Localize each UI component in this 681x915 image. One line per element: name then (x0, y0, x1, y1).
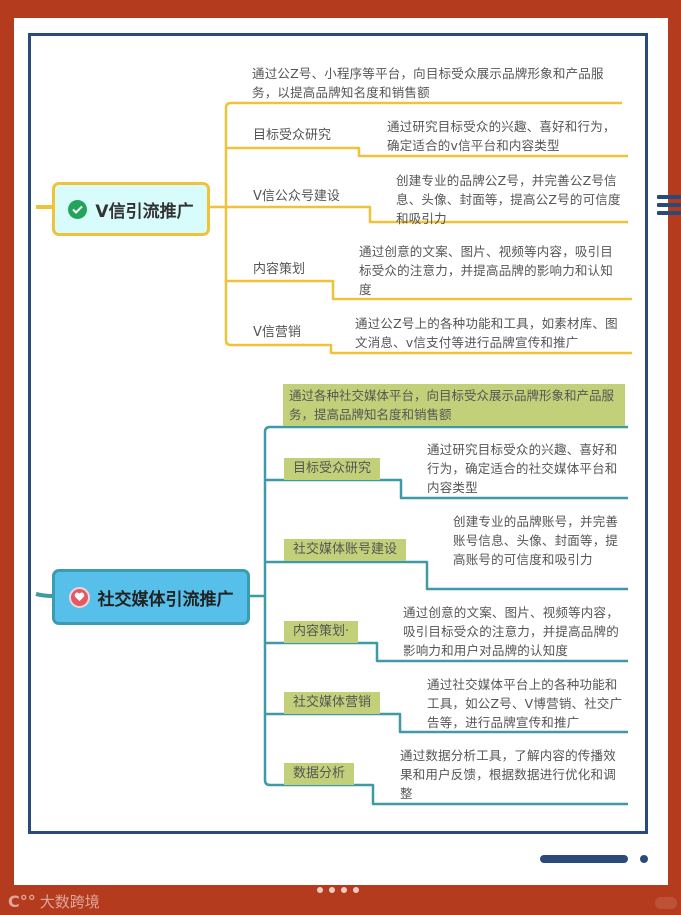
carousel-dot[interactable] (353, 887, 359, 893)
social-branch-desc: 通过创意的文案、图片、视频等内容，吸引目标受众的注意力，并提高品牌的影响力和用户… (403, 605, 619, 658)
social-branch-desc: 通过研究目标受众的兴趣、喜好和行为，确定适合的社交媒体平台和内容类型 (427, 442, 618, 495)
social-root-node[interactable]: 社交媒体引流推广 (52, 569, 250, 625)
watermark: C°° 大数跨境 (8, 891, 100, 912)
social-root-title: 社交媒体引流推广 (97, 589, 234, 610)
heart-icon (68, 586, 90, 608)
wechat-root-title: V信引流推广 (95, 201, 194, 222)
wechat-branch-desc: 通过创意的文案、图片、视频等内容，吸引目标受众的注意力，并提高品牌的影响力和认知… (359, 244, 614, 297)
carousel-dot[interactable] (329, 887, 335, 893)
corner-badge (655, 897, 677, 909)
social-branch-desc: 通过数据分析工具，了解内容的传播效果和用户反馈，根据数据进行优化和调整 (400, 748, 616, 801)
social-branch-label[interactable]: 内容策划· (284, 621, 359, 643)
pager-dot (640, 855, 648, 863)
social-branch-desc: 创建专业的品牌账号，并完善账号信息、头像、封面等，提高账号的可信度和吸引力 (453, 514, 619, 567)
social-branch-label[interactable]: 社交媒体账号建设 (284, 539, 407, 561)
wechat-branch-desc: 创建专业的品牌公Z号，并完善公Z号信息、头像、封面等，提高公Z号的可信度和吸引力 (396, 173, 621, 226)
social-summary: 通过各种社交媒体平台，向目标受众展示品牌形象和产品服务，提高品牌知名度和销售额 (283, 384, 625, 426)
wechat-branch-label[interactable]: 目标受众研究 (253, 128, 332, 143)
carousel-dot[interactable] (317, 887, 323, 893)
social-branch-label[interactable]: 目标受众研究 (284, 458, 381, 480)
menu-bars-icon (657, 195, 681, 219)
social-branch-desc: 通过社交媒体平台上的各种功能和工具，如公Z号、V博营销、社交广告等，进行品牌宣传… (427, 677, 623, 730)
watermark-text: 大数跨境 (39, 893, 100, 911)
social-branch-label[interactable]: 社交媒体营销 (284, 692, 381, 714)
wechat-root-node[interactable]: V信引流推广 (52, 182, 210, 236)
carousel-dot[interactable] (341, 887, 347, 893)
wechat-branch-label[interactable]: 内容策划 (253, 262, 306, 277)
check-circle-icon (68, 199, 88, 219)
carousel-dots[interactable] (317, 887, 359, 893)
wechat-branch-label[interactable]: V信公众号建设 (253, 189, 340, 204)
wechat-branch-desc: 通过公Z号上的各种功能和工具，如素材库、图文消息、v信支付等进行品牌宣传和推广 (355, 316, 618, 350)
social-branch-label[interactable]: 数据分析 (284, 763, 355, 785)
pager-bar (540, 855, 628, 863)
brand-logo-icon: C°° (8, 892, 36, 911)
content-frame (28, 33, 648, 834)
wechat-branch-desc: 通过研究目标受众的兴趣、喜好和行为，确定适合的v信平台和内容类型 (387, 119, 616, 153)
wechat-summary: 通过公Z号、小程序等平台，向目标受众展示品牌形象和产品服务，以提高品牌知名度和销… (252, 66, 604, 100)
wechat-branch-label[interactable]: V信营销 (253, 325, 301, 340)
